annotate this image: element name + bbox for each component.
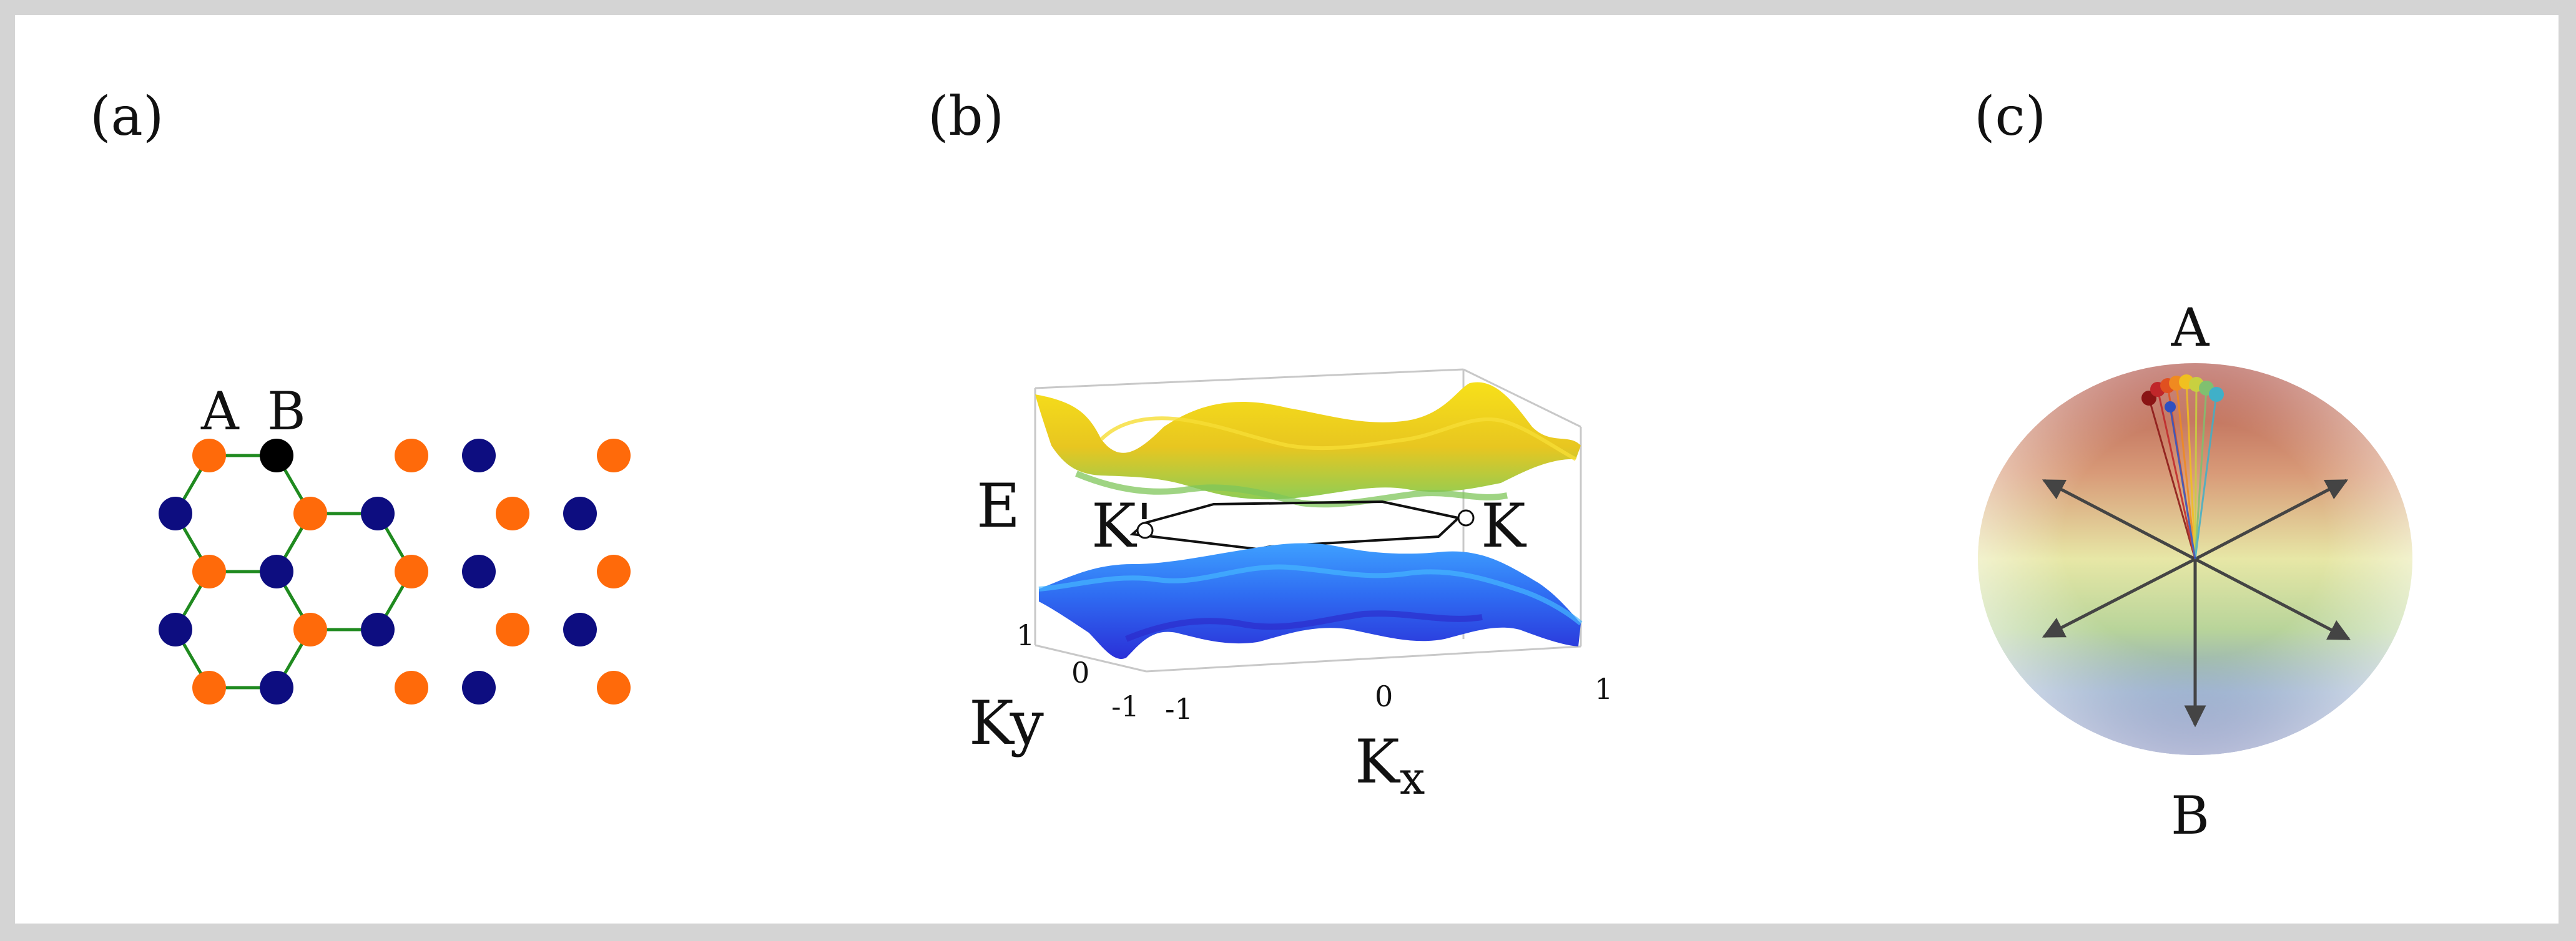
state-vector: [2194, 394, 2218, 560]
axis-upper-right-arrow: [2194, 479, 2349, 561]
k-prime-point: [1136, 522, 1154, 539]
upper-band-ridge: [1099, 416, 1577, 461]
k-point: [1457, 509, 1475, 527]
state-vector-head: [2165, 401, 2176, 412]
site-a: [192, 439, 226, 472]
state-vector: [2194, 388, 2208, 560]
site-a: [496, 613, 529, 646]
site-b: [159, 497, 192, 530]
axis-upper-left-arrow: [2042, 479, 2196, 561]
lower-band-surface: [1038, 543, 1583, 659]
axis-lower-right-arrow: [2194, 557, 2351, 641]
state-vector: [2169, 406, 2196, 560]
brillouin-zone: [1129, 500, 1462, 551]
panel-a-label: (a): [90, 85, 164, 148]
state-vectors: [2148, 381, 2218, 560]
energy-axis-label: E: [976, 471, 1020, 541]
site-a: [597, 439, 631, 472]
site-b: [462, 439, 496, 472]
site-a: [597, 555, 631, 588]
pole-label-top: A: [2171, 297, 2210, 358]
state-vector: [2148, 397, 2196, 560]
site-a: [293, 497, 327, 530]
site-a: [192, 671, 226, 705]
pole-label-bottom: B: [2171, 785, 2210, 846]
site-a: [597, 671, 631, 705]
site-b: [361, 613, 395, 646]
kx-axis-label: Kx: [1355, 727, 1425, 804]
kx-axis-label-subscript: x: [1400, 752, 1425, 804]
state-vector: [2175, 383, 2196, 560]
site-a: [395, 555, 428, 588]
state-vector: [2194, 384, 2198, 560]
lower-band-ridge: [1038, 564, 1583, 626]
site-label-b: B: [267, 381, 306, 442]
hexagon-bond-2: [174, 570, 312, 690]
figure: (a): [15, 15, 2559, 924]
site-b: [260, 671, 293, 705]
axis-lower-left-arrow: [2042, 557, 2196, 638]
sphere-axes: [2042, 479, 2351, 728]
site-a: [395, 671, 428, 705]
site-b: [361, 497, 395, 530]
state-vector-heads: [2141, 374, 2224, 412]
ky-tick-1: 1: [1016, 618, 1035, 652]
hexagon-bond-3: [275, 512, 413, 631]
hexagon-bond-1: [174, 454, 312, 573]
panel-b: (b) E K' K 1: [928, 85, 1613, 804]
panel-c: (c): [1974, 85, 2412, 846]
site-b: [159, 613, 192, 646]
site-b-highlighted: [260, 439, 293, 472]
upper-band-surface: [1035, 382, 1581, 508]
lattice-sites: [159, 439, 631, 705]
lower-band-valley: [1125, 610, 1483, 642]
state-vector: [2156, 389, 2196, 560]
ky-axis-label: Ky: [969, 688, 1044, 758]
valley-label-k-prime: K': [1091, 491, 1153, 561]
site-a: [395, 439, 428, 472]
ky-tick-0: 0: [1071, 656, 1089, 690]
figure-canvas: (a): [90, 85, 2412, 846]
site-b: [260, 555, 293, 588]
kx-axis-label-main: K: [1355, 727, 1401, 797]
state-vector: [2185, 381, 2196, 560]
kx-tick-1: 1: [1595, 672, 1613, 706]
panel-c-label: (c): [1974, 85, 2046, 148]
site-a: [293, 613, 327, 646]
kx-tick-neg1: -1: [1165, 692, 1193, 726]
panel-a: (a): [90, 85, 631, 705]
panel-b-label: (b): [928, 85, 1004, 148]
site-a: [496, 497, 529, 530]
site-label-a: A: [200, 381, 240, 442]
site-b: [462, 555, 496, 588]
valley-label-k: K: [1481, 491, 1527, 561]
site-a: [192, 555, 226, 588]
site-b: [563, 613, 597, 646]
upper-band-fill: [1035, 382, 1581, 500]
site-b: [563, 497, 597, 530]
ky-tick-neg1: -1: [1111, 690, 1139, 723]
site-b: [462, 671, 496, 705]
kx-tick-0: 0: [1375, 680, 1393, 713]
state-vector-head: [2209, 387, 2224, 402]
